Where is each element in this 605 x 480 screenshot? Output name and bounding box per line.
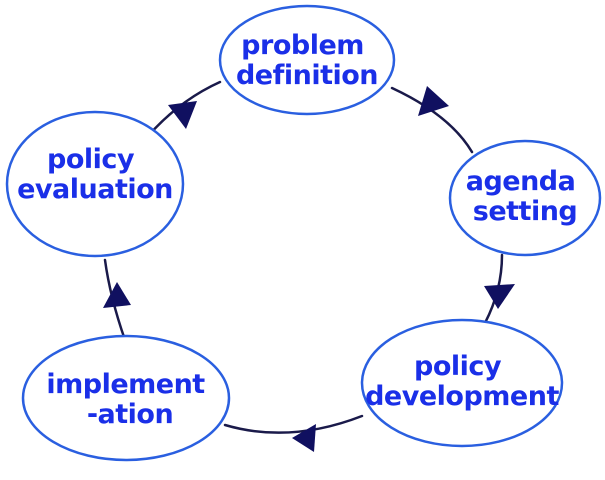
arrowhead-problem-to-agenda-icon — [418, 86, 449, 116]
arrowhead-agenda-to-development-icon — [484, 284, 515, 309]
node-label-line: problem — [241, 30, 364, 61]
svg-text:problem definition: problem definition — [236, 30, 378, 91]
connector-development-to-implementation — [223, 414, 364, 434]
node-policy-evaluation: policy evaluation — [5, 110, 185, 258]
node-implementation: implement -ation — [21, 334, 231, 462]
node-label-line: policy — [47, 144, 135, 175]
node-label-line: agenda — [466, 166, 576, 197]
node-label-line: definition — [236, 60, 378, 91]
node-label-line: evaluation — [17, 174, 173, 205]
node-policy-development: policy development — [360, 318, 564, 448]
node-ellipse — [21, 334, 231, 462]
svg-text:agenda setting: agenda setting — [466, 166, 585, 227]
node-agenda-setting: agenda setting — [448, 139, 602, 257]
node-ellipse — [360, 318, 564, 448]
node-ellipse — [218, 4, 396, 116]
arrowhead-evaluation-to-problem-icon — [168, 101, 197, 129]
arrowhead-development-to-implementation-icon — [292, 424, 316, 452]
node-label-line: implement — [46, 369, 205, 400]
node-label-line: -ation — [87, 399, 173, 430]
node-problem-definition: problem definition — [218, 4, 396, 116]
node-label-line: development — [365, 381, 559, 412]
svg-text:policy development: policy development — [365, 351, 559, 412]
svg-text:implement -ation: implement -ation — [46, 369, 213, 430]
node-label-line: policy — [414, 351, 502, 382]
direction-arrows — [103, 86, 515, 452]
node-ellipse — [448, 139, 602, 257]
node-label-line: setting — [473, 196, 578, 227]
arrowhead-implementation-to-evaluation-icon — [103, 282, 131, 308]
svg-text:policy evaluation: policy evaluation — [17, 144, 173, 205]
node-ellipse — [5, 110, 185, 258]
connector-problem-to-agenda — [390, 86, 474, 154]
